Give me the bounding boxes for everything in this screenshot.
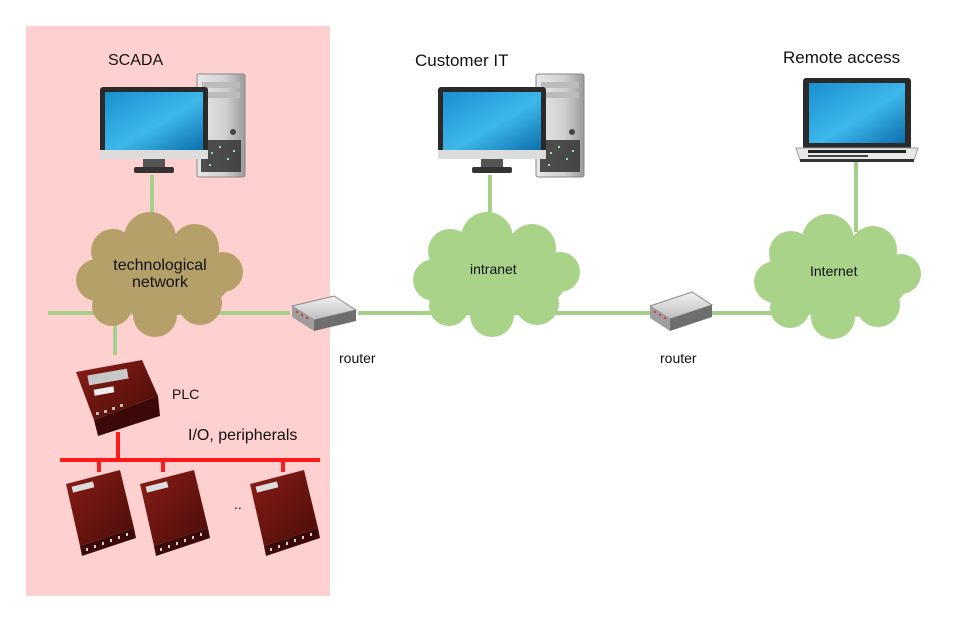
cloud-icon-technological <box>76 212 243 337</box>
io-peripherals-label: I/O, peripherals <box>188 427 298 444</box>
desktop-computer-icon-scada <box>100 73 246 178</box>
cloud-icon-intranet <box>413 212 580 337</box>
remote-access-label: Remote access <box>783 48 901 67</box>
technological-network-line1: technological <box>113 257 207 274</box>
laptop-icon <box>795 78 919 162</box>
io-module-icon-2 <box>140 470 210 556</box>
router-icon-right <box>648 291 714 331</box>
io-module-icon-3 <box>250 470 320 556</box>
router-icon-left <box>290 295 358 331</box>
plc-controller-icon <box>76 360 160 436</box>
intranet-label: intranet <box>470 261 517 277</box>
io-module-icon-1 <box>66 470 136 556</box>
technological-network-label: technological network <box>100 257 220 292</box>
plc-label: PLC <box>172 386 200 402</box>
router-left-label: router <box>339 350 376 366</box>
technological-network-line2: network <box>131 274 189 291</box>
io-bus <box>60 432 320 472</box>
customer-it-label: Customer IT <box>415 51 509 70</box>
ellipsis-label: .. <box>234 496 242 512</box>
router-right-label: router <box>660 350 697 366</box>
desktop-computer-icon-customer-it <box>438 73 585 178</box>
scada-label: SCADA <box>108 52 164 69</box>
cloud-icon-internet <box>754 214 921 339</box>
internet-label: Internet <box>810 263 858 279</box>
